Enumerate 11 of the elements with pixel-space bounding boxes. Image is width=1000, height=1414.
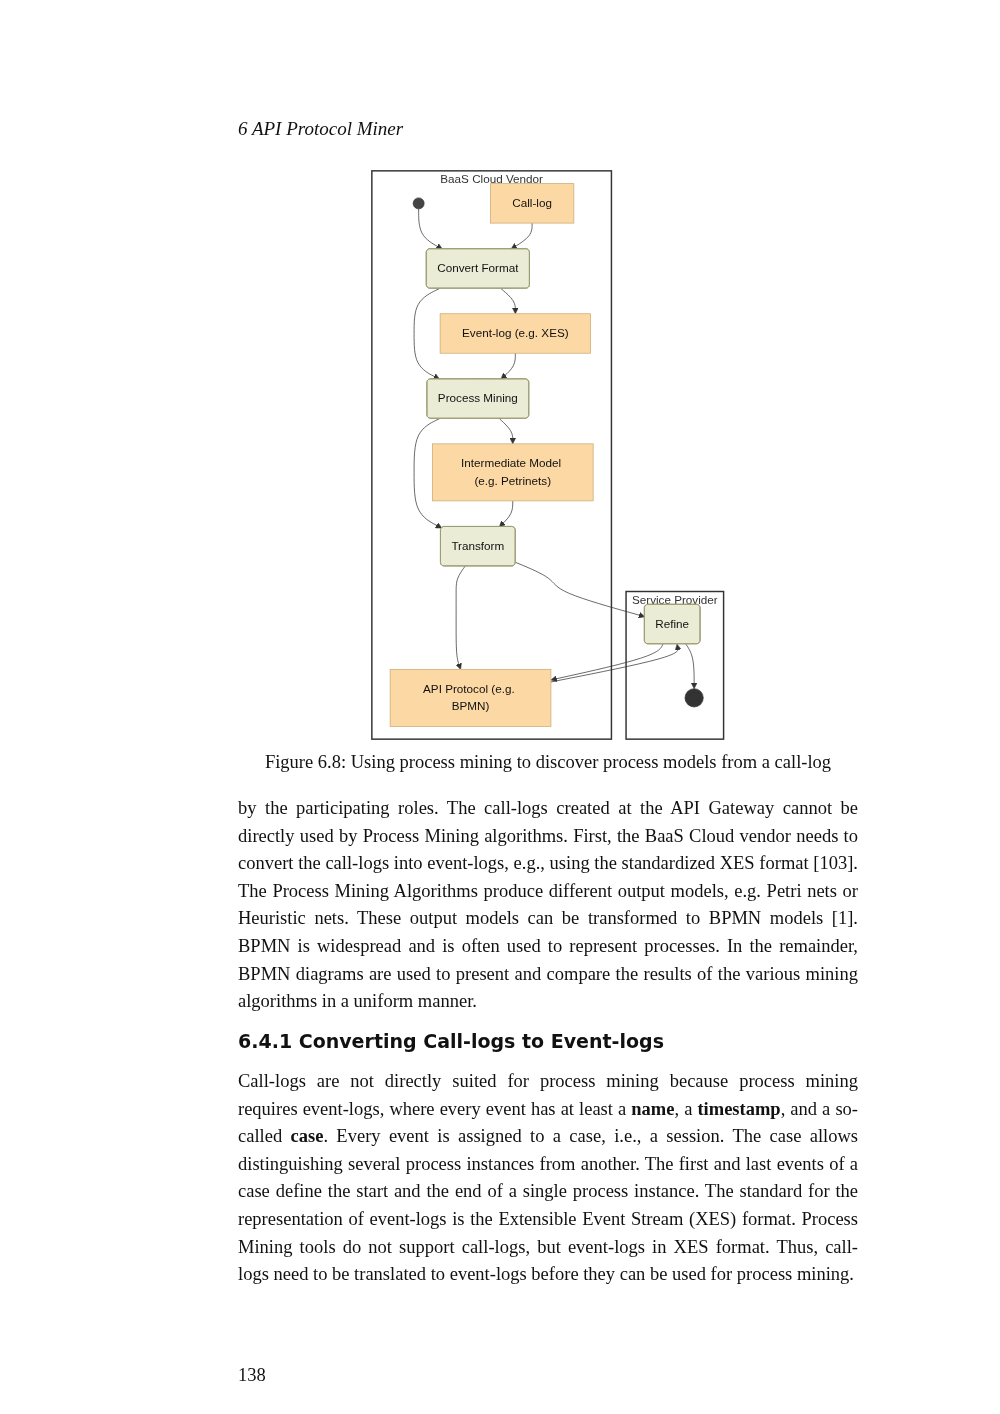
node-box: Call-log bbox=[490, 183, 575, 224]
running-header: 6 API Protocol Miner bbox=[238, 118, 404, 140]
node-box: Intermediate Model (e.g. Petrinets) bbox=[432, 443, 594, 502]
node-circle bbox=[413, 197, 425, 210]
node-box: API Protocol (e.g. BPMN) bbox=[390, 669, 552, 727]
section-heading: 6.4.1 Converting Call-logs to Event-logs bbox=[238, 1030, 664, 1052]
body-paragraph: Call-logs are not directly suited for process mining because process mining requires event-logs, where every event has at least a name, a timestamp, and a so-called case. Every event is assigned to a case, i.e., a session. The case allows distinguishing several process instances from another. The first and last events of a case define the start and the end of a single process instance. The standard for the representation of event-logs is the Extensible Event Stream (XES) format. Process Mining tools do not support call-logs, but event-logs in XES format. Thus, call-logs need to be translated to event-logs before they can be used for process mining. bbox=[238, 1070, 858, 1287]
figure-caption: Figure 6.8: Using process mining to discover process models from a call-log bbox=[263, 752, 833, 773]
page-number: 138 bbox=[238, 1365, 266, 1386]
body-paragraph: by the participating roles. The call-logs created at the API Gateway cannot be directly used by Process Mining algorithms. First, the BaaS Cloud vendor needs to convert the call-logs into event-logs, e.g., using the standardized XES format [103]. The Process Mining Algorithms produce different output models, e.g. Petri nets or Heuristic nets. These output models can be transformed to BPMN models [1]. BPMN is widespread and is often used to represent processes. In the remainder, BPMN diagrams are used to present and compare the results of the various mining algorithms in a uniform manner. bbox=[238, 797, 858, 1014]
node-box: Event-log (e.g. XES) bbox=[440, 313, 592, 354]
